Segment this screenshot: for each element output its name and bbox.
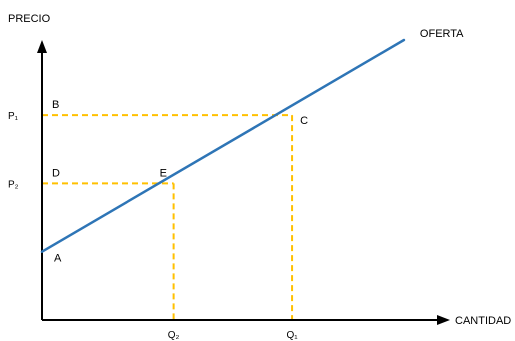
x-tick-label-2: Q₁ xyxy=(286,330,298,341)
series-lines xyxy=(40,38,406,253)
guide-lines xyxy=(42,114,294,320)
y-tick-label-1: P₁ xyxy=(8,111,19,122)
series-line-oferta xyxy=(40,38,406,253)
axes: PRECIO CANTIDAD xyxy=(8,13,511,327)
chart-labels: OFERTA A B C D E P₁ P₂ Q₂ Q₁ xyxy=(8,28,464,341)
x-tick-label-1: Q₂ xyxy=(168,330,180,341)
series-label-oferta: OFERTA xyxy=(420,28,464,40)
point-label-b: B xyxy=(52,99,59,111)
y-axis-title: PRECIO xyxy=(8,13,51,25)
x-axis-title: CANTIDAD xyxy=(455,315,511,327)
y-tick-label-2: P₂ xyxy=(8,179,19,190)
point-label-d: D xyxy=(52,167,60,179)
y-axis-arrow-icon xyxy=(37,40,47,53)
x-axis-arrow-icon xyxy=(437,315,450,325)
point-label-a: A xyxy=(54,253,62,265)
point-label-c: C xyxy=(300,115,308,127)
point-label-e: E xyxy=(160,167,167,179)
